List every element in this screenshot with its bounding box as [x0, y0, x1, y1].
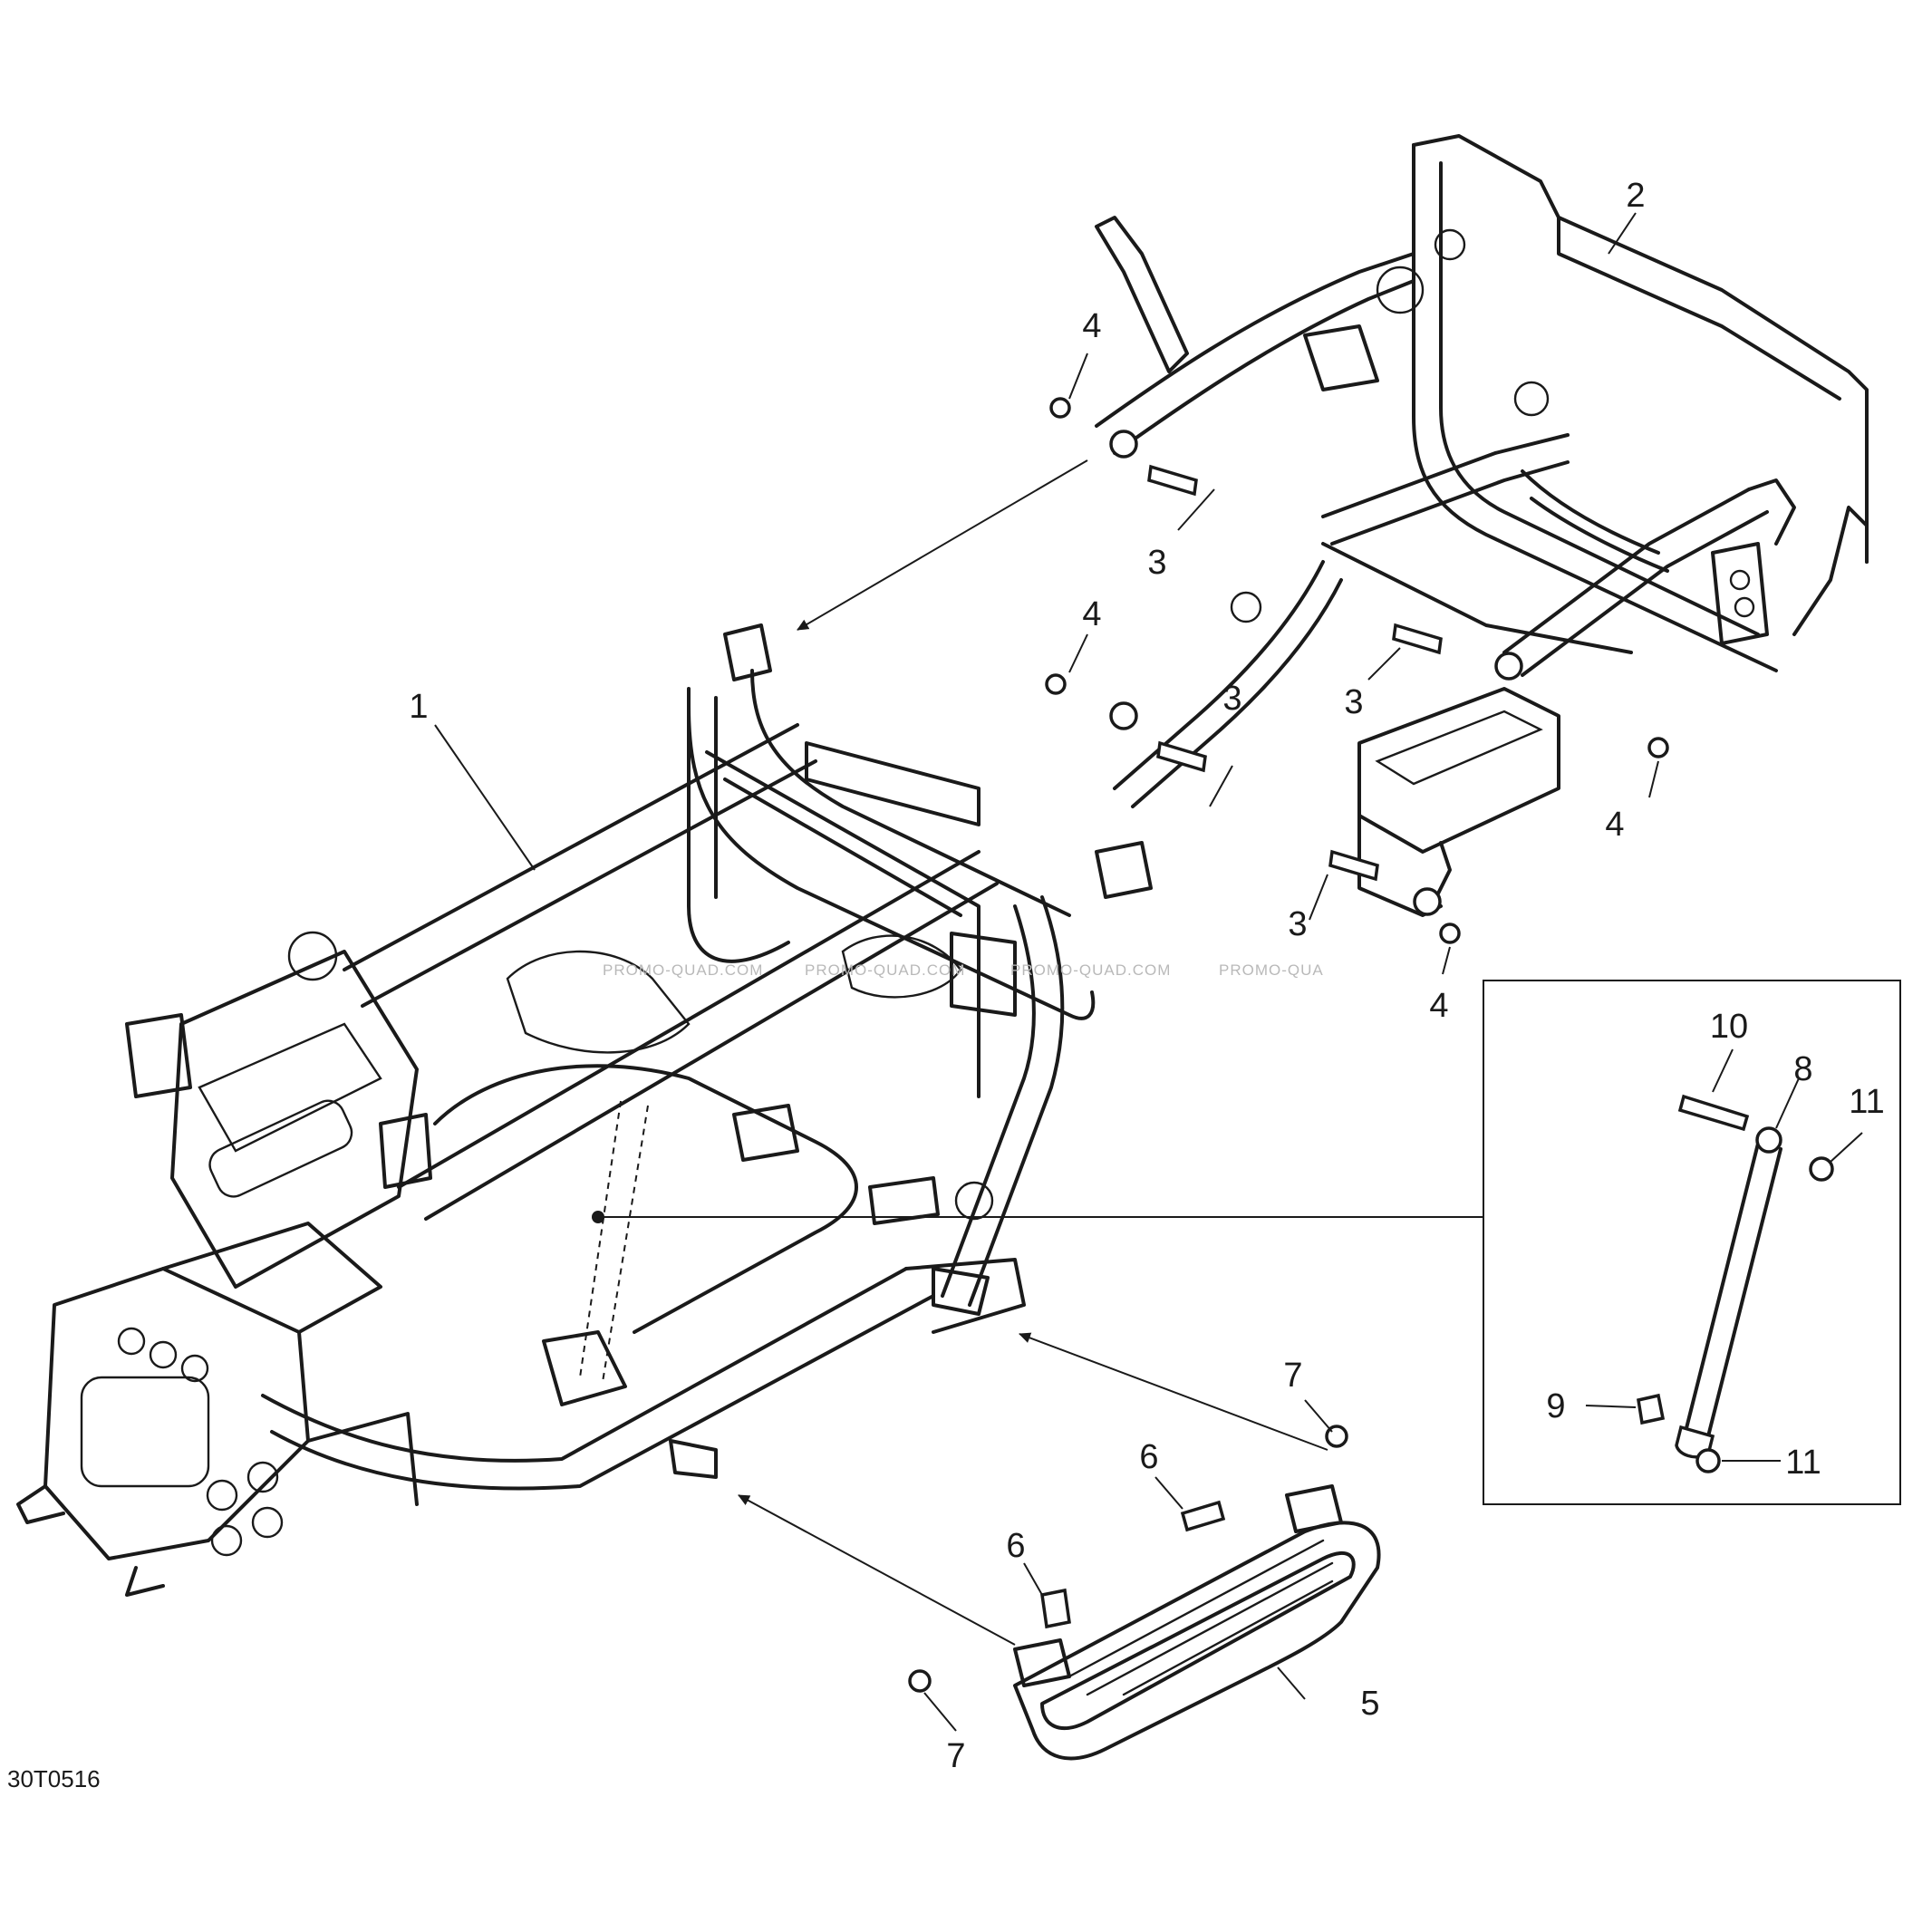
callout-1: 1: [409, 688, 428, 726]
callout-3d: 3: [1288, 905, 1307, 943]
callout-4c: 4: [1605, 806, 1624, 844]
callout-4a: 4: [1082, 307, 1101, 345]
watermark-1: PROMO-QUAD.COM: [603, 961, 763, 979]
footrest: [1013, 1484, 1381, 1761]
callout-7a: 7: [1283, 1357, 1302, 1395]
callout-4d: 4: [1429, 987, 1448, 1025]
diagram-reference-code: 30T0516: [7, 1765, 101, 1792]
callout-labels: 1 2 3 3 3 3 4 4 4 4 5 6 6 7 7 8 9 10 11 …: [409, 177, 1884, 1775]
leader-lines: [434, 212, 1863, 1732]
callout-3b: 3: [1222, 680, 1241, 718]
watermark: PROMO-QUAD.COM PROMO-QUAD.COM PROMO-QUAD…: [603, 961, 1324, 979]
callout-6a: 6: [1139, 1438, 1158, 1476]
callout-11a: 11: [1849, 1083, 1884, 1121]
callout-3c: 3: [1344, 683, 1363, 721]
inset-detail: [592, 980, 1901, 1505]
callout-5: 5: [1360, 1685, 1379, 1723]
watermark-2: PROMO-QUAD.COM: [805, 961, 965, 979]
callout-4b: 4: [1082, 595, 1101, 633]
callout-7b: 7: [946, 1737, 965, 1775]
watermark-4: PROMO-QUA: [1219, 961, 1324, 979]
callout-8: 8: [1793, 1050, 1812, 1088]
callout-2: 2: [1626, 177, 1645, 215]
assembly-arrows: [738, 459, 1328, 1646]
callout-9: 9: [1546, 1387, 1565, 1425]
rear-frame: [1095, 134, 1869, 917]
callout-10: 10: [1710, 1008, 1748, 1046]
main-frame: [16, 623, 1153, 1597]
watermark-3: PROMO-QUAD.COM: [1010, 961, 1171, 979]
callout-6b: 6: [1006, 1527, 1025, 1565]
hardware: [908, 397, 1669, 1693]
callout-3a: 3: [1147, 544, 1166, 582]
callout-11b: 11: [1785, 1444, 1821, 1482]
